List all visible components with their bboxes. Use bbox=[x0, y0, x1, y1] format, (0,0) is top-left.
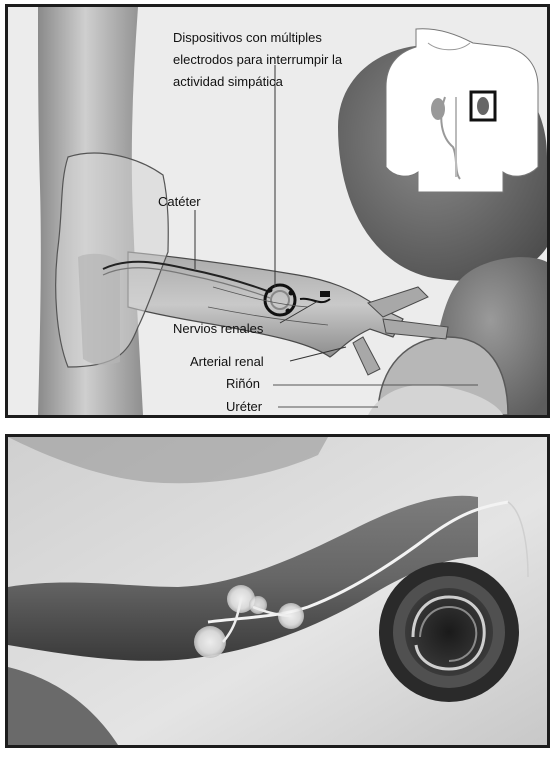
label-renal-nerves: Nervios renales bbox=[173, 318, 263, 340]
torso-inset bbox=[386, 29, 538, 192]
catheter-photo-panel bbox=[5, 434, 550, 748]
anatomy-illustration-panel: Dispositivos con múltiples electrodos pa… bbox=[5, 4, 550, 418]
label-catheter: Catéter bbox=[158, 191, 201, 213]
catheter-photo bbox=[8, 437, 547, 745]
label-multi-electrode-devices: Dispositivos con múltiples electrodos pa… bbox=[173, 27, 383, 93]
vessel-cross-section bbox=[379, 562, 519, 702]
electrode-2 bbox=[194, 626, 226, 658]
label-renal-artery: Arterial renal bbox=[190, 351, 264, 373]
label-kidney: Riñón bbox=[226, 373, 260, 395]
label-ureter: Uréter bbox=[226, 396, 262, 418]
